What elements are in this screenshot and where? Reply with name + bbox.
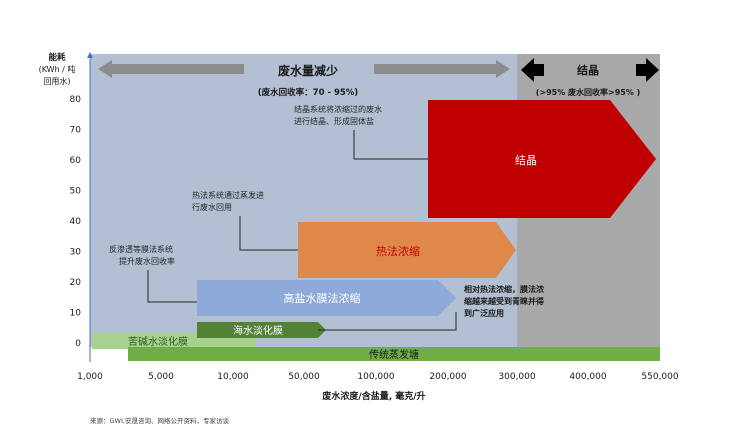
right-arrow-icon <box>374 60 510 78</box>
y-axis-title-line-3: 回用水) <box>43 76 70 86</box>
x-tick-label: 200,000 <box>429 372 466 382</box>
crystal-note-line-2: 进行结晶、形成固体盐 <box>294 116 374 126</box>
reduction-subtitle: (废水回收率：70 - 95%) <box>258 87 359 98</box>
x-tick-label: 100,000 <box>357 372 394 382</box>
crystallization-title: 结晶 <box>576 63 599 77</box>
membrane-note-line-2: 提升废水回收率 <box>119 256 175 266</box>
evap-process-bar <box>128 347 660 361</box>
crystal-right-arrow-icon <box>636 58 659 82</box>
y-tick-label: 60 <box>70 156 82 166</box>
y-tick-label: 40 <box>70 217 82 227</box>
source-note: 来源：GWI,安晟咨询、网络公开资料，专家访谈 <box>90 416 229 425</box>
y-tick-label: 10 <box>70 309 82 319</box>
y-tick-label: 30 <box>70 248 82 258</box>
y-axis-title-line-2: (KWh / 吨 <box>39 64 76 74</box>
y-tick-label: 50 <box>70 187 82 197</box>
x-tick-label: 50,000 <box>288 372 320 382</box>
membrane-process-label: 高盐水膜法浓缩 <box>284 291 361 305</box>
membrane-process-arrow <box>197 280 456 316</box>
left-arrow-icon <box>98 60 244 78</box>
evap-process-label: 传统蒸发塘 <box>369 348 419 361</box>
crystallization-subtitle: (>95% 废水回收率>95% ) <box>536 87 641 97</box>
right-note-leader <box>318 312 457 331</box>
thermal-process-label: 热法浓缩 <box>376 244 420 258</box>
x-tick-label: 550,000 <box>641 372 678 382</box>
x-tick-label: 5,000 <box>148 372 174 382</box>
x-axis-title: 废水浓度/含盐量, 毫克/升 <box>322 390 425 402</box>
x-tick-label: 300,000 <box>498 372 535 382</box>
x-axis-ticks: 1,000 5,000 10,000 50,000 100,000 200,000 300,… <box>77 372 679 382</box>
y-tick-label: 80 <box>70 95 82 105</box>
crystal-process-arrow <box>428 100 656 218</box>
thermal-note-line-2: 行废水回用 <box>192 202 232 212</box>
y-tick-label: 70 <box>70 126 82 136</box>
x-tick-label: 1,000 <box>77 372 103 382</box>
y-axis-arrow-icon <box>87 52 93 58</box>
right-note-line-1: 相对热法浓缩，膜法浓 <box>464 284 545 294</box>
reduction-title: 废水量减少 <box>278 63 338 78</box>
thermal-note-leader <box>239 216 298 251</box>
x-tick-label: 400,000 <box>569 372 606 382</box>
crystal-note-line-1: 结晶系统将浓缩过的废水 <box>294 104 382 114</box>
thermal-process-arrow <box>298 222 516 278</box>
right-note-line-2: 缩越来越受到青睐并得 <box>464 296 544 306</box>
y-axis-ticks: 80 70 60 50 40 30 20 10 0 <box>70 95 82 349</box>
membrane-note-leader <box>147 270 197 303</box>
desal-process-arrow <box>197 322 326 338</box>
membrane-note-line-1: 反渗透等膜法系统 <box>109 244 173 254</box>
crystal-process-label: 结晶 <box>515 154 537 167</box>
y-axis-title-line-1: 能耗 <box>48 52 66 63</box>
x-tick-label: 10,000 <box>217 372 249 382</box>
crystal-left-arrow-icon <box>521 58 544 82</box>
brackish-process-label: 苦碱水淡化膜 <box>128 335 188 348</box>
right-note-line-3: 到广泛应用 <box>464 308 504 318</box>
y-tick-label: 20 <box>70 278 82 288</box>
thermal-note-line-1: 热法系统通过蒸发进 <box>192 190 264 200</box>
crystal-note-leader <box>353 130 428 160</box>
desal-process-label: 海水淡化膜 <box>233 324 283 337</box>
y-tick-label: 0 <box>75 339 81 349</box>
